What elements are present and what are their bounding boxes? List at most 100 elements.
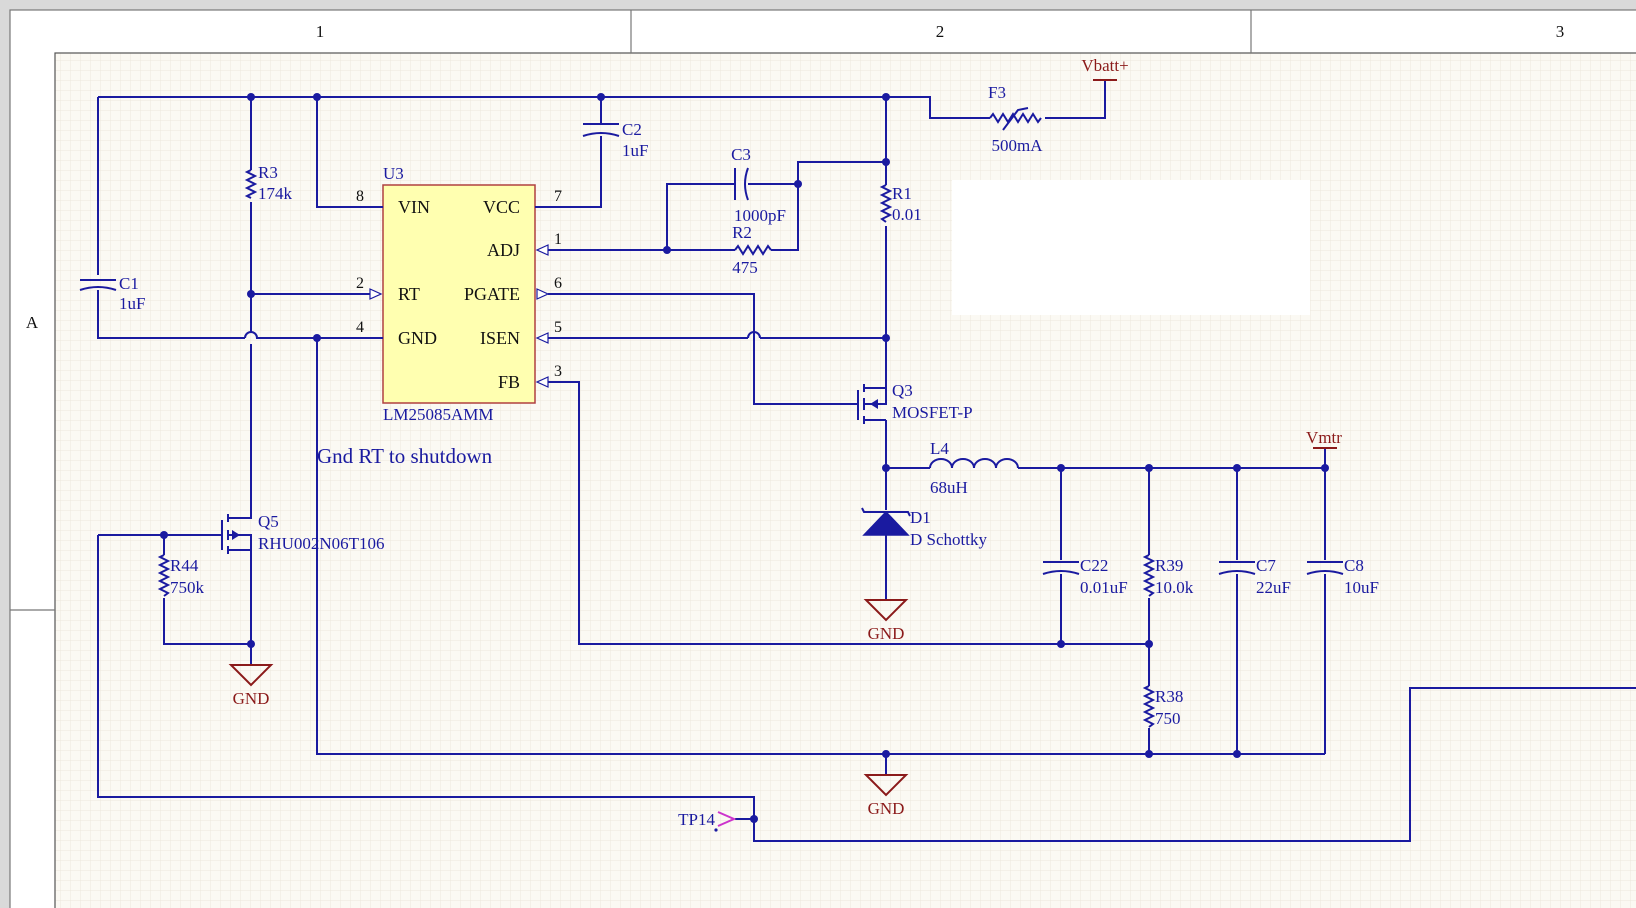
mosfet-arrow-icon [870, 399, 878, 409]
pin-name: GND [398, 328, 437, 348]
pin-number: 3 [554, 363, 562, 380]
border-column-2: 2 [936, 22, 945, 41]
l4-value: 68uH [930, 478, 968, 497]
c22-value: 0.01uF [1080, 578, 1128, 597]
gnd-label: GND [868, 799, 905, 818]
arrow-in-icon [535, 376, 549, 388]
blank-region [952, 180, 1310, 315]
testpoint-icon [717, 811, 737, 827]
vbatt-label: Vbatt+ [1081, 56, 1128, 75]
arrow-in-icon [369, 288, 383, 300]
c2-designator: C2 [622, 120, 642, 139]
l4-designator: L4 [930, 439, 949, 458]
power-port-vbatt[interactable]: Vbatt+ [1081, 56, 1129, 81]
tp14-label: TP14 [678, 810, 715, 829]
capacitor-c1[interactable]: C1 1uF [79, 274, 145, 313]
c8-designator: C8 [1344, 556, 1364, 575]
power-port-vmtr[interactable]: Vmtr [1306, 428, 1342, 449]
border-column-1: 1 [316, 22, 325, 41]
pin-name: ISEN [480, 328, 520, 348]
pin-number: 1 [554, 231, 562, 248]
ic-u3[interactable]: 8 2 4 7 1 6 5 3 VIN RT GND VCC ADJ PGATE… [356, 164, 562, 424]
r39-designator: R39 [1155, 556, 1183, 575]
c3-value: 1000pF [734, 206, 786, 225]
c2-value: 1uF [622, 141, 648, 160]
c1-designator: C1 [119, 274, 139, 293]
d1-value: D Schottky [910, 530, 987, 549]
q3-value: MOSFET-P [892, 403, 973, 422]
diode-d1[interactable]: D1 D Schottky [861, 507, 987, 549]
f3-designator: F3 [988, 83, 1006, 102]
resistor-r3[interactable]: R3 174k [244, 163, 293, 203]
pin-name: VCC [483, 197, 520, 217]
ground-symbol[interactable]: GND [228, 664, 274, 708]
junctions [160, 93, 1329, 823]
resistor-r1[interactable]: R1 0.01 [879, 184, 922, 224]
pin-number: 5 [554, 319, 562, 336]
arrow-in-icon [535, 244, 549, 256]
r2-designator: R2 [732, 223, 752, 242]
capacitor-c22[interactable]: C22 0.01uF [1042, 556, 1128, 597]
c22-designator: C22 [1080, 556, 1108, 575]
capacitor-c2[interactable]: C2 1uF [582, 120, 648, 160]
pin-name: RT [398, 284, 420, 304]
sheet-drawing-area [54, 52, 1636, 908]
pin-number: 8 [356, 188, 364, 205]
c7-value: 22uF [1256, 578, 1291, 597]
r2-value: 475 [732, 258, 758, 277]
testpoint-tp14[interactable]: TP14 [678, 810, 737, 832]
c7-designator: C7 [1256, 556, 1276, 575]
q5-designator: Q5 [258, 512, 279, 531]
gnd-label: GND [868, 624, 905, 643]
resistor-r44[interactable]: R44 750k [157, 554, 205, 597]
r1-value: 0.01 [892, 205, 922, 224]
f3-value: 500mA [992, 136, 1044, 155]
vmtr-label: Vmtr [1306, 428, 1342, 447]
r1-designator: R1 [892, 184, 912, 203]
r39-value: 10.0k [1155, 578, 1194, 597]
q3-designator: Q3 [892, 381, 913, 400]
c1-value: 1uF [119, 294, 145, 313]
pin-name: ADJ [487, 240, 520, 260]
capacitor-c7[interactable]: C7 22uF [1218, 556, 1291, 597]
pin-number: 6 [554, 275, 562, 292]
border-row-a: A [26, 313, 39, 332]
resistor-r38[interactable]: R38 750 [1142, 685, 1183, 728]
pin-number: 2 [356, 275, 364, 292]
r38-designator: R38 [1155, 687, 1183, 706]
capacitor-c3[interactable]: C3 1000pF [731, 145, 786, 225]
resistor-r39[interactable]: R39 10.0k [1142, 554, 1194, 597]
q5-value: RHU002N06T106 [258, 534, 385, 553]
c3-designator: C3 [731, 145, 751, 164]
r3-designator: R3 [258, 163, 278, 182]
pin-name: PGATE [464, 284, 520, 304]
arrow-in-icon [535, 332, 549, 344]
pin-name: FB [498, 372, 520, 392]
r3-value: 174k [258, 184, 293, 203]
mosfet-q3[interactable]: Q3 MOSFET-P [857, 381, 973, 424]
capacitor-c8[interactable]: C8 10uF [1306, 556, 1379, 597]
pin-number: 4 [356, 319, 364, 336]
resistor-r2[interactable]: R2 475 [732, 223, 772, 277]
d1-designator: D1 [910, 508, 931, 527]
c8-value: 10uF [1344, 578, 1379, 597]
border-column-3: 3 [1556, 22, 1565, 41]
pin-number: 7 [554, 188, 562, 205]
r38-value: 750 [1155, 709, 1181, 728]
r44-designator: R44 [170, 556, 199, 575]
ground-symbol[interactable]: GND [863, 774, 909, 818]
ic-part-number: LM25085AMM [383, 405, 494, 424]
inductor-l4[interactable]: L4 68uH [929, 439, 1019, 497]
ic-designator: U3 [383, 164, 404, 183]
mosfet-arrow-icon [232, 530, 240, 540]
ground-symbol[interactable]: GND [863, 599, 909, 643]
fuse-f3[interactable]: F3 500mA [988, 83, 1043, 155]
mosfet-q5[interactable]: Q5 RHU002N06T106 [221, 512, 385, 555]
r44-value: 750k [170, 578, 205, 597]
pin-name: VIN [398, 197, 430, 217]
shutdown-note: Gnd RT to shutdown [317, 444, 493, 468]
ic-u3-body [382, 184, 536, 404]
gnd-label: GND [233, 689, 270, 708]
arrow-out-icon [536, 288, 550, 300]
